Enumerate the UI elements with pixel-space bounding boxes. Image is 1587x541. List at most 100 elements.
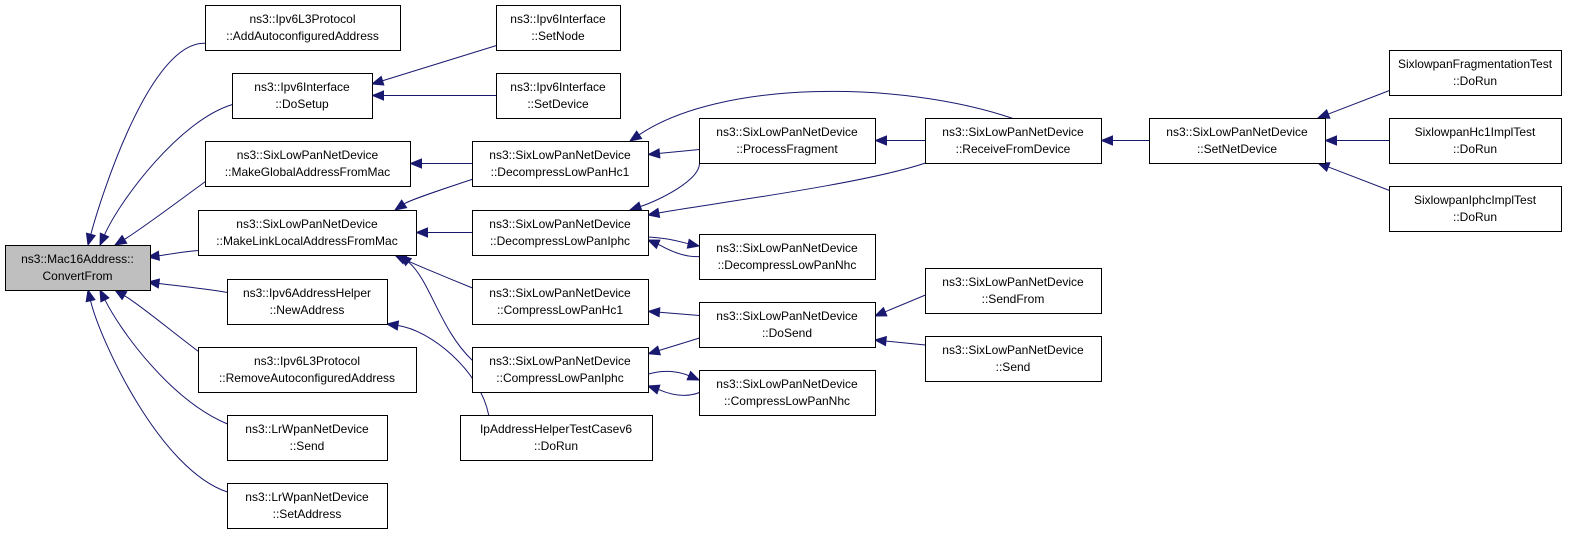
node-lrsend[interactable]: ns3::LrWpanNetDevice::Send — [227, 415, 388, 461]
node-setdevice[interactable]: ns3::Ipv6Interface::SetDevice — [496, 73, 621, 119]
node-mklink[interactable]: ns3::SixLowPanNetDevice::MakeLinkLocalAd… — [198, 210, 417, 256]
node-label-line: ns3::SixLowPanNetDevice — [489, 217, 631, 231]
nodes-layer: ns3::Mac16Address::ConvertFromns3::Ipv6L… — [5, 5, 1562, 529]
node-newaddr[interactable]: ns3::Ipv6AddressHelper::NewAddress — [227, 279, 388, 325]
node-compiphc[interactable]: ns3::SixLowPanNetDevice::CompressLowPanI… — [472, 347, 649, 393]
arrowhead-icon — [409, 158, 422, 169]
node-label-line: ::DoSend — [762, 326, 812, 340]
node-label-line: SixlowpanHc1ImplTest — [1415, 125, 1536, 139]
arrowhead-icon — [1324, 135, 1337, 146]
node-box — [925, 118, 1102, 164]
node-compnhc[interactable]: ns3::SixLowPanNetDevice::CompressLowPanN… — [699, 370, 876, 416]
edge-line — [659, 149, 700, 154]
node-label-line: ::SetDevice — [527, 97, 589, 111]
edge-line — [408, 261, 473, 361]
edge-mklink-to-root — [146, 250, 199, 261]
node-label-line: ns3::Ipv6AddressHelper — [243, 286, 371, 300]
node-recvdev[interactable]: ns3::SixLowPanNetDevice::ReceiveFromDevi… — [925, 118, 1102, 164]
edge-line — [884, 294, 926, 313]
arrowhead-icon — [113, 289, 128, 301]
node-label-line: IpAddressHelperTestCasev6 — [480, 422, 632, 436]
edge-line — [104, 104, 233, 236]
edge-recvdev-to-procfrag — [874, 135, 926, 146]
arrowhead-icon — [146, 278, 161, 289]
arrowhead-icon — [647, 307, 661, 318]
node-label-line: ns3::SixLowPanNetDevice — [1166, 125, 1308, 139]
arrowhead-icon — [628, 130, 643, 142]
arrowhead-icon — [628, 201, 643, 212]
node-box — [5, 245, 151, 291]
node-label-line: ns3::SixLowPanNetDevice — [716, 241, 858, 255]
node-label-line: SixlowpanIphcImplTest — [1414, 193, 1537, 207]
node-box — [925, 336, 1102, 382]
node-send6lp[interactable]: ns3::SixLowPanNetDevice::Send — [925, 336, 1102, 382]
edge-dosend-to-compiphc — [647, 337, 700, 356]
node-label-line: ::DecompressLowPanHc1 — [491, 165, 630, 179]
node-label-line: ns3::SixLowPanNetDevice — [489, 286, 631, 300]
edge-iptest-to-newaddr — [385, 320, 490, 416]
node-box — [472, 141, 649, 187]
node-label-line: ConvertFrom — [42, 269, 112, 283]
node-label-line: ::SetNode — [531, 29, 585, 43]
edge-line — [397, 325, 490, 416]
node-dosetup[interactable]: ns3::Ipv6Interface::DoSetup — [232, 73, 373, 119]
node-box — [1389, 186, 1562, 232]
node-dosend[interactable]: ns3::SixLowPanNetDevice::DoSend — [699, 302, 876, 348]
node-label-line: ::AddAutoconfiguredAddress — [226, 29, 379, 43]
node-label-line: ns3::SixLowPanNetDevice — [237, 148, 379, 162]
arrowhead-icon — [873, 335, 887, 347]
node-label-line: ::MakeGlobalAddressFromMac — [225, 165, 390, 179]
node-l3add[interactable]: ns3::Ipv6L3Protocol::AddAutoconfiguredAd… — [205, 5, 401, 51]
node-box — [1389, 50, 1562, 96]
arrowhead-icon — [415, 227, 428, 238]
node-label-line: ::DoRun — [1453, 210, 1497, 224]
arrowhead-icon — [646, 239, 661, 250]
edge-dechc1-to-mkglobal — [409, 158, 473, 169]
edge-deciphc-to-mklink — [415, 227, 473, 238]
node-decnhc[interactable]: ns3::SixLowPanNetDevice::DecompressLowPa… — [699, 234, 876, 280]
edge-line — [657, 243, 700, 258]
node-sendfrom[interactable]: ns3::SixLowPanNetDevice::SendFrom — [925, 268, 1102, 314]
edge-line — [885, 340, 926, 346]
node-label-line: ns3::SixLowPanNetDevice — [716, 377, 858, 391]
node-box — [472, 347, 649, 393]
node-lrsetaddr[interactable]: ns3::LrWpanNetDevice::SetAddress — [227, 483, 388, 529]
node-iptest[interactable]: IpAddressHelperTestCasev6::DoRun — [460, 415, 653, 461]
node-setnode[interactable]: ns3::Ipv6Interface::SetNode — [496, 5, 621, 51]
edge-line — [104, 299, 228, 425]
node-hc1test[interactable]: SixlowpanHc1ImplTest::DoRun — [1389, 118, 1562, 164]
node-comphc1[interactable]: ns3::SixLowPanNetDevice::CompressLowPanH… — [472, 279, 649, 325]
node-box — [472, 279, 649, 325]
node-dechc1[interactable]: ns3::SixLowPanNetDevice::DecompressLowPa… — [472, 141, 649, 187]
node-label-line: ns3::LrWpanNetDevice — [245, 490, 369, 504]
edge-sendfrom-to-dosend — [873, 294, 926, 317]
edges-layer — [85, 42, 1390, 493]
node-fragtest[interactable]: SixlowpanFragmentationTest::DoRun — [1389, 50, 1562, 96]
node-box — [1389, 118, 1562, 164]
edge-procfrag-to-dechc1 — [647, 148, 700, 159]
node-label-line: ns3::SixLowPanNetDevice — [489, 354, 631, 368]
node-iphctest[interactable]: SixlowpanIphcImplTest::DoRun — [1389, 186, 1562, 232]
edge-compnhc-to-compiphc — [646, 384, 700, 396]
edge-line — [404, 259, 473, 289]
node-label-line: ::ReceiveFromDevice — [956, 142, 1071, 156]
arrowhead-icon — [873, 306, 888, 317]
node-label-line: ::DoRun — [1453, 142, 1497, 156]
edge-line — [382, 45, 497, 82]
edge-fragtest-to-setnetdev — [1316, 90, 1390, 119]
node-l3remove[interactable]: ns3::Ipv6L3Protocol::RemoveAutoconfigure… — [198, 347, 417, 393]
node-label-line: ns3::LrWpanNetDevice — [245, 422, 369, 436]
arrowhead-icon — [686, 238, 701, 249]
node-root[interactable]: ns3::Mac16Address::ConvertFrom — [5, 245, 151, 291]
node-deciphc[interactable]: ns3::SixLowPanNetDevice::DecompressLowPa… — [472, 210, 649, 256]
edge-line — [648, 236, 689, 245]
node-box — [496, 73, 621, 119]
node-mkglobal[interactable]: ns3::SixLowPanNetDevice::MakeGlobalAddre… — [205, 141, 411, 187]
node-procfrag[interactable]: ns3::SixLowPanNetDevice::ProcessFragment — [699, 118, 876, 164]
node-setnetdev[interactable]: ns3::SixLowPanNetDevice::SetNetDevice — [1149, 118, 1326, 164]
arrowhead-icon — [647, 148, 661, 159]
edge-dosend-to-comphc1 — [647, 307, 700, 318]
edge-line — [90, 300, 228, 493]
edge-recvdev-to-deciphc — [646, 162, 926, 218]
node-box — [496, 5, 621, 51]
